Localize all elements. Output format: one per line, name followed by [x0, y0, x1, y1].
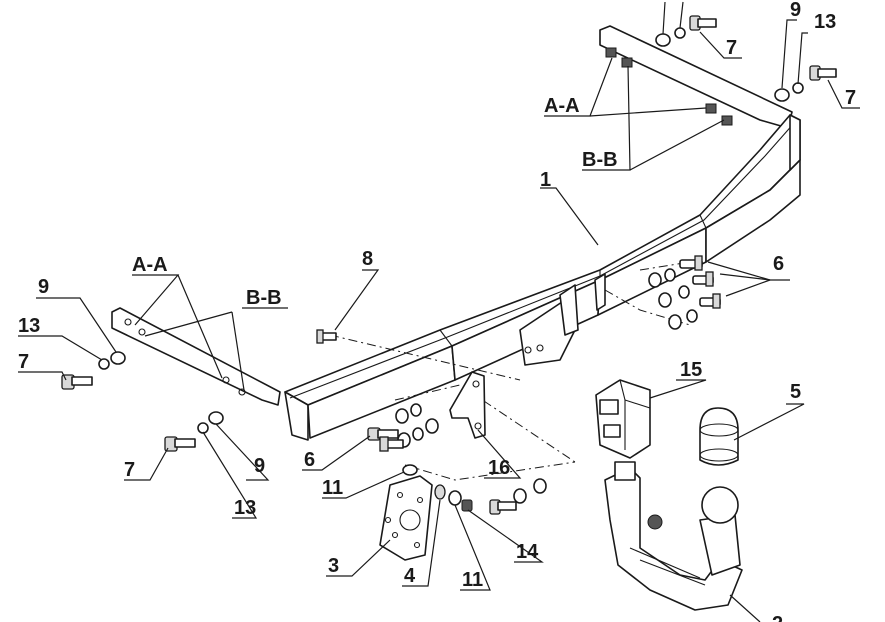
- label-b-b-right: B-B: [582, 149, 618, 171]
- label-8: 8: [362, 248, 373, 270]
- right-side-bracket: [599, 25, 793, 129]
- label-2: 2: [772, 613, 783, 622]
- label-4: 4: [404, 565, 416, 587]
- cover-cap: [699, 407, 739, 466]
- left-side-bracket: [111, 307, 281, 406]
- label-7-right: 7: [845, 87, 856, 109]
- label-13-left-upper: 13: [18, 315, 40, 337]
- lower-fasteners: [402, 464, 547, 515]
- label-13-top: 13: [814, 11, 836, 33]
- label-14: 14: [516, 541, 539, 563]
- label-3: 3: [328, 555, 339, 577]
- label-9-left-lower: 9: [254, 455, 265, 477]
- label-7-left-upper: 7: [18, 351, 29, 373]
- ball-neck: [604, 461, 743, 611]
- leader-lines: [18, 1, 860, 622]
- label-13-left-lower: 13: [234, 497, 256, 519]
- label-7-left-lower: 7: [124, 459, 135, 481]
- part-labels: 1 A-A B-B 7 9 13 7 6 A-A B-B 8 9 13 7 7 …: [18, 0, 856, 622]
- label-9-left-upper: 9: [38, 276, 49, 298]
- label-9-top: 9: [790, 0, 801, 21]
- label-a-a-right: A-A: [544, 95, 580, 117]
- mounting-plate: [379, 475, 433, 561]
- label-a-a-left: A-A: [132, 254, 168, 276]
- socket-holder: [595, 379, 651, 459]
- label-6-left: 6: [304, 449, 315, 471]
- label-16: 16: [488, 457, 510, 479]
- socket-plate: [449, 371, 486, 439]
- label-7-top: 7: [726, 37, 737, 59]
- label-15: 15: [680, 359, 702, 381]
- main-crossbeam: [284, 114, 801, 441]
- left-bolt-set: [367, 403, 439, 452]
- right-bolt-set: [648, 255, 721, 330]
- label-5: 5: [790, 381, 801, 403]
- label-1: 1: [540, 169, 551, 191]
- label-b-b-left: B-B: [246, 287, 282, 309]
- label-11-lower: 11: [462, 569, 483, 591]
- label-11-upper: 11: [322, 477, 343, 499]
- top-fasteners: [655, 15, 837, 102]
- label-6-right: 6: [773, 253, 784, 275]
- left-side-fasteners: [61, 329, 337, 452]
